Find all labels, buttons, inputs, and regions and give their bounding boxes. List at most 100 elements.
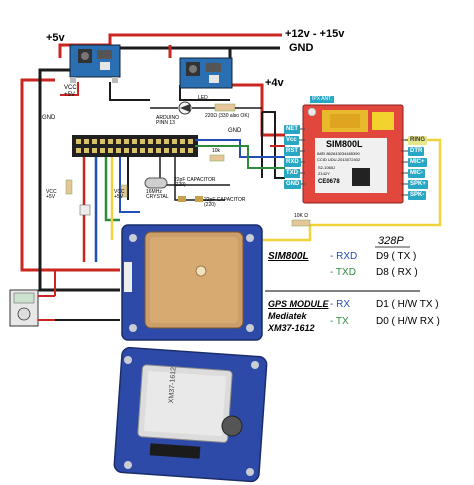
gps-module-top <box>121 224 263 341</box>
header-pin <box>132 148 137 153</box>
gnd-arduino-label: GND <box>228 128 242 134</box>
header-pin <box>188 139 193 144</box>
header-pin <box>124 148 129 153</box>
sim-z: Z142Y <box>318 171 330 176</box>
led-indicator <box>150 101 262 115</box>
sim-pin-mic-plus: MIC+ <box>408 158 427 167</box>
gnd-label: GND <box>289 42 314 54</box>
battery-icon <box>221 415 243 437</box>
header-pin <box>124 139 129 144</box>
gps-row-1-pin: - RX <box>330 299 350 310</box>
gps-board-bottom <box>113 346 268 483</box>
cap2-label: 22pF CAPACITOR (220) <box>204 197 246 208</box>
sim-pin-rst: RST <box>284 147 300 156</box>
sim-pin-mic-minus: MIC- <box>408 169 425 178</box>
sim-name: SIM800L <box>326 139 363 149</box>
v5-label: +5V <box>64 92 75 98</box>
header-pin <box>188 148 193 153</box>
header-pin <box>148 139 153 144</box>
sim-table-title: SIM800L <box>268 251 309 262</box>
plus5v-label: +5v <box>46 32 65 44</box>
header-pin <box>100 148 105 153</box>
header-pin <box>180 148 185 153</box>
sim-imei: IMEI 862643034465390 <box>317 151 360 156</box>
sim-pin-ring: RING <box>408 136 427 145</box>
buck-converter-left <box>69 44 121 83</box>
sim-pin-spk-plus: SPK+ <box>408 180 428 189</box>
cap1-label: 22pF CAPACITOR (220) <box>174 177 216 188</box>
header-pin <box>116 139 121 144</box>
sim-pin-vcc: Vcc <box>284 136 299 145</box>
header-pin <box>92 148 97 153</box>
arduino-pin-label: ARDUINO PINN 13 <box>156 115 180 126</box>
header-pin <box>76 148 81 153</box>
header-pin <box>92 139 97 144</box>
sim-pin-net: NET <box>284 125 300 134</box>
header-pin <box>108 139 113 144</box>
sim-ccid: CCID UDU-2013072402 <box>317 157 361 162</box>
header-pin <box>164 148 169 153</box>
header-pin <box>132 139 137 144</box>
header-pin <box>140 139 145 144</box>
sim-row-2-arduino: D8 ( RX ) <box>376 267 418 278</box>
table-header-328p: 328P <box>378 235 404 247</box>
crystal-label: 16MHz CRYSTAL <box>146 189 169 200</box>
sim-pin-gnd: GND <box>284 180 302 189</box>
antenna-connector <box>307 107 317 117</box>
gps-sub1: Mediatek <box>268 311 307 321</box>
sim-row-2-pin: - TXD <box>330 267 356 278</box>
left-red-wire <box>20 118 120 272</box>
supply-label: +12v - +15v <box>285 28 345 40</box>
header-pin <box>108 148 113 153</box>
wire-txd <box>195 145 285 169</box>
resistor-10k <box>209 154 225 162</box>
header-pin <box>100 139 105 144</box>
header-pin <box>76 139 81 144</box>
gps-row-2-arduino: D0 ( H/W RX ) <box>376 316 440 327</box>
led-label: LED <box>198 95 208 101</box>
vcc-label: VCC <box>64 85 77 91</box>
wire-rxd <box>195 139 285 158</box>
sim-ce: CE0678 <box>318 179 340 185</box>
qr-code <box>352 168 370 186</box>
gps-sub2: XM37-1612 <box>268 323 315 333</box>
sim-pin-txd: TXD <box>284 169 300 178</box>
header-pin <box>156 148 161 153</box>
ammeter <box>9 289 55 327</box>
plus4v-label: +4v <box>265 77 284 89</box>
gps-table-title: GPS MODULE <box>268 299 329 309</box>
sim-s2: S2-1065J <box>318 165 336 170</box>
crystal-caps <box>144 177 203 202</box>
header-pin <box>116 148 121 153</box>
header-pin <box>140 148 145 153</box>
header-pin <box>84 139 89 144</box>
gnd-left-label: GND <box>42 115 56 121</box>
left-gnd-wire <box>38 75 120 292</box>
usb-vcc2-label: VCC +5V <box>114 189 125 200</box>
arduino-header <box>72 135 198 157</box>
sim-row-1-pin: - RXD <box>330 251 358 262</box>
header-pin <box>172 148 177 153</box>
plus4-wire <box>230 83 285 137</box>
wire-header-green <box>104 157 120 222</box>
led-resistor-label: 220Ω (330 also OK) <box>205 113 250 119</box>
header-pin <box>156 139 161 144</box>
gps-row-1-arduino: D1 ( H/W TX ) <box>376 299 439 310</box>
sim-pin-rxd: RXD <box>284 158 301 167</box>
header-pin <box>164 139 169 144</box>
header-pin <box>180 139 185 144</box>
gps-row-2-pin: - TX <box>330 316 349 327</box>
header-pin <box>148 148 153 153</box>
resistor-10k-label: 10k <box>212 148 221 154</box>
sim800l-module <box>302 104 404 204</box>
resistor-10k-right <box>291 219 311 227</box>
usb-vcc-label: VCC +5V <box>46 189 57 200</box>
header-pin <box>84 148 89 153</box>
resistor-10k-right-label: 10K Ω <box>294 213 309 219</box>
sim-pin-dtr: DTR <box>408 147 425 156</box>
sim-pin-spk-minus: SPK- <box>408 191 427 200</box>
header-pin <box>172 139 177 144</box>
ipx-label: IPX ANT. <box>310 96 335 103</box>
